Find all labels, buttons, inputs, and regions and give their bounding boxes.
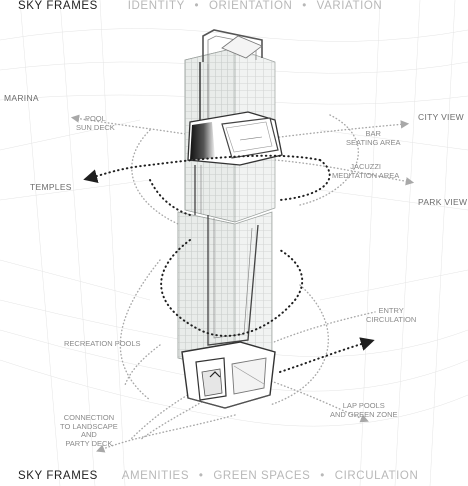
header-top: SKY FRAMES IDENTITY • ORIENTATION • VARI… bbox=[18, 0, 382, 12]
header-bottom: SKY FRAMES AMENITIES • GREEN SPACES • CI… bbox=[18, 470, 418, 482]
header-bottom-item-circulation: CIRCULATION bbox=[334, 470, 419, 482]
header-top-separator: • bbox=[194, 0, 200, 12]
label-pool-sun-deck: POOL SUN DECK bbox=[76, 114, 115, 132]
header-bottom-item-amenities: AMENITIES bbox=[121, 470, 190, 482]
header-bottom-title: SKY FRAMES bbox=[18, 470, 98, 482]
header-top-item-orientation: ORIENTATION bbox=[208, 0, 293, 12]
header-top-item-identity: IDENTITY bbox=[127, 0, 185, 12]
header-top-item-variation: VARIATION bbox=[316, 0, 383, 12]
label-park-view: PARK VIEW bbox=[418, 197, 468, 207]
tower bbox=[177, 29, 283, 409]
label-recreation-pools: RECREATION POOLS bbox=[64, 339, 141, 348]
label-connection: CONNECTION TO LANDSCAPE AND PARTY DECK bbox=[60, 413, 118, 448]
header-bottom-separator: • bbox=[320, 470, 325, 482]
amenity-loops bbox=[70, 114, 415, 453]
circulation-spiral bbox=[83, 154, 375, 373]
header-top-title: SKY FRAMES bbox=[18, 0, 98, 12]
header-top-separator: • bbox=[302, 0, 307, 12]
label-city-view: CITY VIEW bbox=[418, 112, 464, 122]
header-bottom-separator: • bbox=[198, 470, 204, 482]
label-temples: TEMPLES bbox=[30, 182, 72, 192]
label-entry-circulation: ENTRY CIRCULATION bbox=[366, 306, 417, 324]
label-bar-seating: BAR SEATING AREA bbox=[346, 129, 401, 147]
label-jacuzzi: JACUZZI MEDITATION AREA bbox=[332, 162, 400, 180]
label-lap-pools: LAP POOLS AND GREEN ZONE bbox=[330, 401, 398, 419]
header-bottom-item-green-spaces: GREEN SPACES bbox=[213, 470, 311, 482]
label-marina: MARINA bbox=[4, 93, 39, 103]
